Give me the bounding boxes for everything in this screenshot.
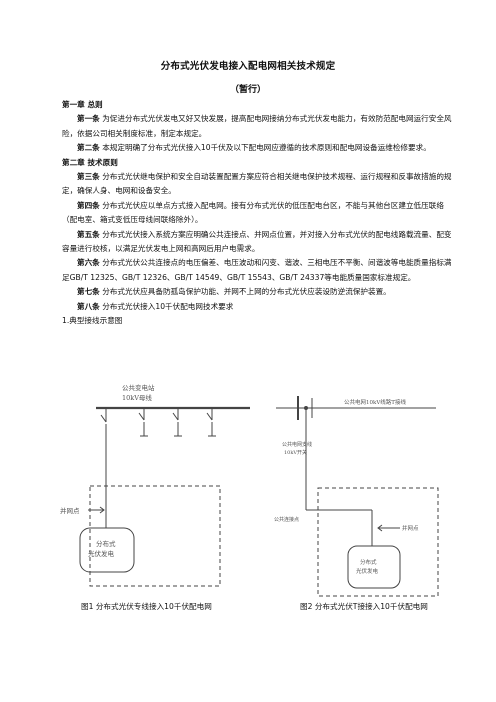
grid-point-arrowhead-2 xyxy=(377,524,383,532)
article-number: 第五条 xyxy=(77,229,100,239)
document-title: 分布式光伏发电接入配电网相关技术规定 xyxy=(160,61,336,72)
article-text: 为促进分布式光伏发电又好又快发展，提高配电网接纳分布式光伏发电能力，有效防范配电… xyxy=(62,114,452,138)
chapter-name: 总则 xyxy=(87,100,103,109)
branch-2-switch xyxy=(172,412,179,421)
article-8: 第八条 分布式光伏接入10千伏配电网技术要求 xyxy=(62,300,452,314)
article-3: 第三条 分布式光伏继电保护和安全自动装置配置方案应符合相关继电保护技术规程、运行… xyxy=(62,170,452,199)
article-text: 分布式光伏继电保护和安全自动装置配置方案应符合相关继电保护技术规程、运行规程和反… xyxy=(62,172,452,196)
document-subtitle: （暂行） xyxy=(229,85,266,95)
switch-left xyxy=(100,414,107,423)
figure-1-caption: 图1 分布式光伏专线接入10千伏配电网 xyxy=(81,602,212,611)
branch-1-switch xyxy=(138,412,145,421)
article-7: 第七条 分布式光伏应具备防孤岛保护功能、并网不上网的分布式光伏应装设防逆流保护装… xyxy=(62,285,452,299)
grid-point-arrowhead xyxy=(99,506,105,514)
t-junction-dot xyxy=(304,406,308,410)
bus-label-line-2: 10kV母线 xyxy=(122,393,152,402)
branch-switch-label-2: 10kV开关 xyxy=(284,449,307,456)
article-text: 分布式光伏接入系统方案应明确公共连接点、并网点位置，并对接入分布式光伏的配电线路… xyxy=(62,229,452,254)
article-6: 第六条 分布式光伏公共连接点的电压偏差、电压波动和闪变、谐波、三相电压不平衡、间… xyxy=(62,256,452,285)
figure-2-caption: 图2 分布式光伏T接接入10千伏配电网 xyxy=(300,602,428,611)
article-text: 本规定明确了分布式光伏接入10千伏及以下配电网应遵循的技术原则和配电网设备运维检… xyxy=(102,143,431,153)
connection-diagrams: 公共变电站 10kV母线 并网点 分布式 光伏发电 公共电网10kV线路T接线 … xyxy=(60,383,439,597)
grid-point-label: 并网点 xyxy=(60,506,80,515)
article-number: 第二条 xyxy=(77,143,100,153)
article-text: 分布式光伏应以单点方式接入配电网。接有分布式光伏的低压配电台区，不能与其他台区建… xyxy=(62,200,444,225)
pv-label-2-line-1: 分布式 xyxy=(360,558,377,566)
article-text: 分布式光伏应具备防孤岛保护功能、并网不上网的分布式光伏应装设防逆流保护装置。 xyxy=(102,287,391,297)
pv-label-line-2: 光伏发电 xyxy=(88,549,115,558)
user-boundary-box-2 xyxy=(317,487,439,597)
article-number: 第一条 xyxy=(77,114,100,124)
pv-generation-box xyxy=(79,527,135,573)
branch-3-switch xyxy=(206,412,213,421)
article-2: 第二条 本规定明确了分布式光伏接入10千伏及以下配电网应遵循的技术原则和配电网设… xyxy=(62,141,452,155)
pv-generation-box-2 xyxy=(347,545,401,589)
chapter-heading-1: 第一章 总则 xyxy=(62,98,452,112)
document-body: 第一章 总则 第一条 为促进分布式光伏发电又好又快发展，提高配电网接纳分布式光伏… xyxy=(62,98,452,329)
article-1: 第一条 为促进分布式光伏发电又好又快发展，提高配电网接纳分布式光伏发电能力，有效… xyxy=(62,112,452,141)
chapter-heading-2: 第二章 技术原则 xyxy=(62,156,452,170)
pv-label-2-line-2: 光伏发电 xyxy=(356,567,379,575)
user-boundary-box xyxy=(89,485,221,587)
item-heading: 1.典型接线示意图 xyxy=(62,316,123,326)
article-number: 第三条 xyxy=(77,172,100,182)
bus-label-line-1: 公共变电站 xyxy=(122,383,155,392)
article-number: 第八条 xyxy=(77,301,100,311)
article-4: 第四条 分布式光伏应以单点方式接入配电网。接有分布式光伏的低压配电台区，不能与其… xyxy=(62,199,452,228)
article-text: 分布式光伏公共连接点的电压偏差、电压波动和闪变、谐波、三相电压不平衡、间谐波等电… xyxy=(62,258,452,282)
article-number: 第四条 xyxy=(77,200,100,210)
branch-switch-label-1: 公共电网支线 xyxy=(282,441,312,448)
pv-label-line-1: 分布式 xyxy=(96,539,116,548)
chapter-number: 第一章 xyxy=(62,100,85,109)
grid-point-label-2: 并网点 xyxy=(402,524,419,532)
t-line-label: 公共电网10kV线路T接线 xyxy=(344,398,406,406)
article-5: 第五条 分布式光伏接入系统方案应明确公共连接点、并网点位置，并对接入分布式光伏的… xyxy=(62,228,452,257)
article-number: 第六条 xyxy=(77,258,100,268)
article-number: 第七条 xyxy=(77,287,100,297)
article-text: 分布式光伏接入10千伏配电网技术要求 xyxy=(102,301,234,311)
pcc-label: 公共连接点 xyxy=(274,516,299,523)
chapter-number: 第二章 xyxy=(62,157,85,167)
chapter-name: 技术原则 xyxy=(87,157,118,167)
